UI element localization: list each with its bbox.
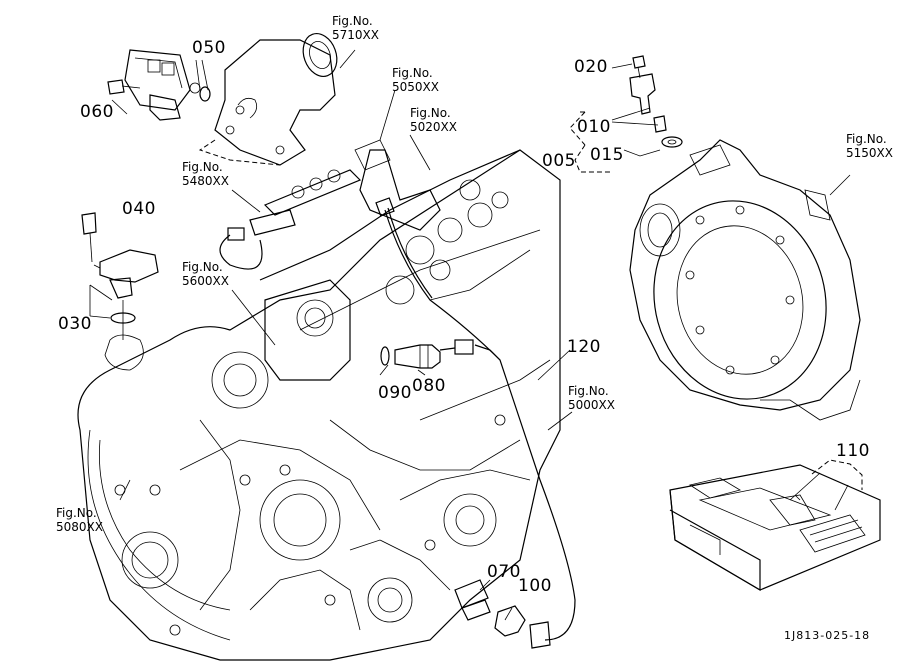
part-label-040: 040: [122, 199, 156, 219]
fig-ref-number: 5020XX: [410, 120, 457, 134]
fig-ref-5000: Fig.No. 5000XX: [568, 384, 615, 412]
flywheel-housing: [629, 139, 861, 421]
temp-sensor-080: [379, 344, 456, 376]
harness-120: [375, 197, 576, 649]
speed-sensor-010: [611, 55, 683, 157]
fig-ref-prefix: Fig.No.: [182, 260, 223, 274]
fig-ref-prefix: Fig.No.: [56, 506, 97, 520]
fig-ref-number: 5600XX: [182, 274, 229, 288]
fig-ref-5710: Fig.No. 5710XX: [332, 14, 379, 42]
fig-ref-number: 5150XX: [846, 146, 893, 160]
fig-ref-prefix: Fig.No.: [410, 106, 451, 120]
bracket-110: [811, 459, 863, 490]
fig-ref-5050: Fig.No. 5050XX: [392, 66, 439, 94]
fig-ref-5600: Fig.No. 5600XX: [182, 260, 229, 288]
boost-sensor-050: [107, 49, 211, 121]
wire-5480: [219, 209, 296, 270]
part-label-010: 010: [577, 117, 611, 137]
fig-ref-5020: Fig.No. 5020XX: [410, 106, 457, 134]
fig-ref-prefix: Fig.No.: [568, 384, 609, 398]
fig-ref-number: 5480XX: [182, 174, 229, 188]
part-label-090: 090: [378, 383, 412, 403]
part-label-070: 070: [487, 562, 521, 582]
part-label-060: 060: [80, 102, 114, 122]
bracket-005: [569, 111, 612, 173]
fig-ref-prefix: Fig.No.: [846, 132, 887, 146]
fig-ref-number: 5000XX: [568, 398, 615, 412]
part-label-050: 050: [192, 38, 226, 58]
oil-switch-070: [454, 579, 526, 637]
part-label-120: 120: [567, 337, 601, 357]
engine-block: [77, 139, 561, 661]
fig-ref-number: 5080XX: [56, 520, 103, 534]
leader-lines: [119, 49, 801, 501]
fig-ref-5480: Fig.No. 5480XX: [182, 160, 229, 188]
part-label-110: 110: [836, 441, 870, 461]
fig-ref-prefix: Fig.No.: [392, 66, 433, 80]
part-label-030: 030: [58, 314, 92, 334]
fig-ref-5150: Fig.No. 5150XX: [846, 132, 893, 160]
ecu-110: [669, 464, 881, 592]
drawing-code: 1J813-025-18: [784, 629, 871, 642]
fig-ref-5080: Fig.No. 5080XX: [56, 506, 103, 534]
fig-ref-number: 5710XX: [332, 28, 379, 42]
fig-ref-number: 5050XX: [392, 80, 439, 94]
part-label-005: 005: [542, 151, 576, 171]
fig-ref-prefix: Fig.No.: [182, 160, 223, 174]
part-label-020: 020: [574, 57, 608, 77]
cam-sensor-030: [81, 212, 159, 371]
part-label-080: 080: [412, 376, 446, 396]
water-flange: [198, 33, 338, 166]
part-label-100: 100: [518, 576, 552, 596]
fig-ref-prefix: Fig.No.: [332, 14, 373, 28]
part-label-015: 015: [590, 145, 624, 165]
